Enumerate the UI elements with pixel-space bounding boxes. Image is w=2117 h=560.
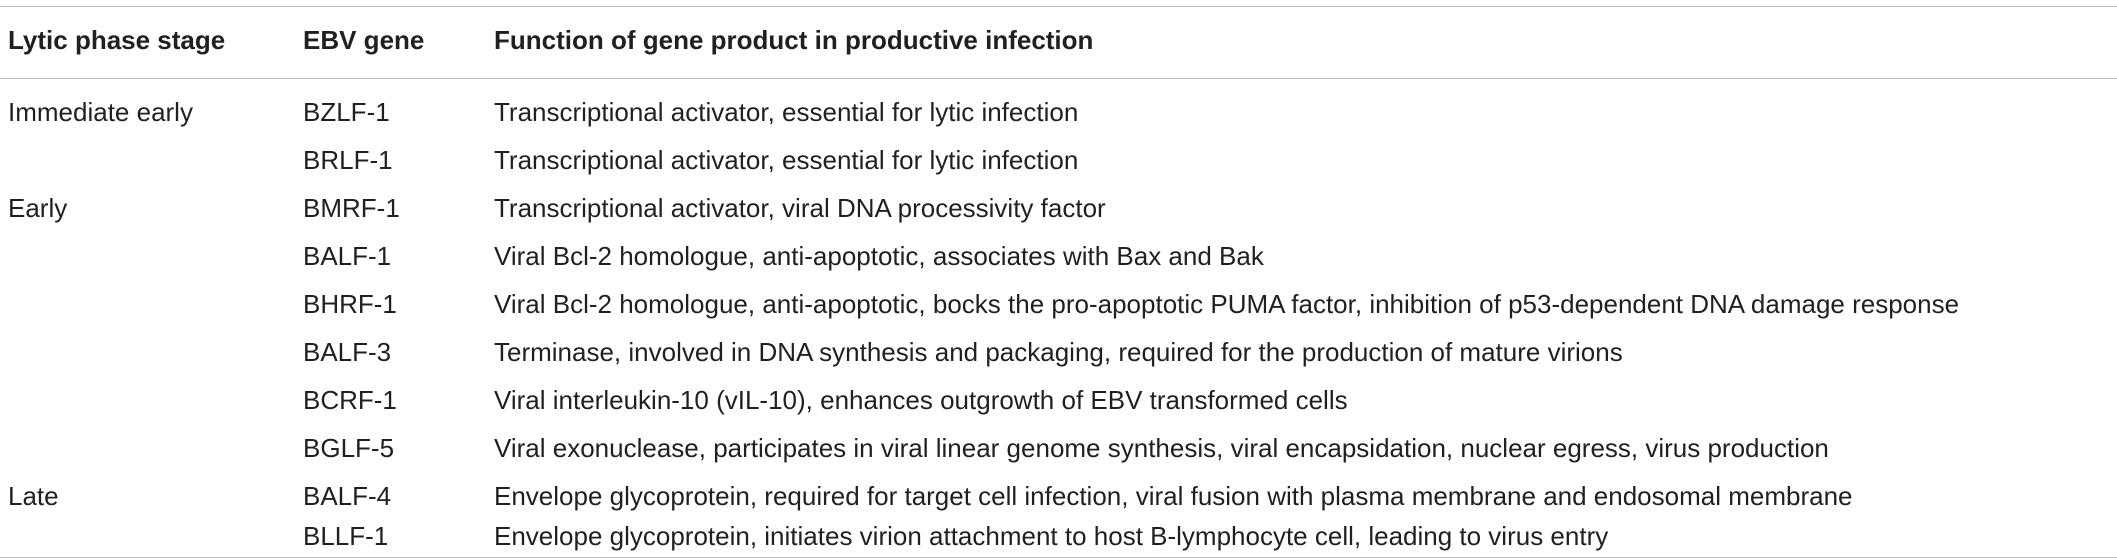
gene-cell: BALF-1 bbox=[303, 241, 392, 271]
table-row: BALF-1 Viral Bcl-2 homologue, anti-apopt… bbox=[0, 232, 2117, 280]
table-row: Early BMRF-1 Transcriptional activator, … bbox=[0, 184, 2117, 232]
function-cell: Transcriptional activator, essential for… bbox=[494, 97, 1079, 127]
function-cell: Envelope glycoprotein, required for targ… bbox=[494, 481, 1853, 511]
gene-cell: BGLF-5 bbox=[303, 433, 395, 463]
function-cell: Transcriptional activator, viral DNA pro… bbox=[494, 193, 1106, 223]
table-bottom-rule bbox=[0, 557, 2117, 558]
table-top-rule bbox=[0, 6, 2117, 7]
function-cell: Viral exonuclease, participates in viral… bbox=[494, 433, 1829, 463]
gene-cell: BHRF-1 bbox=[303, 289, 397, 319]
gene-cell: BRLF-1 bbox=[303, 145, 393, 175]
gene-cell: BALF-4 bbox=[303, 481, 392, 511]
stage-cell: Early bbox=[8, 193, 68, 223]
table-row: Immediate early BZLF-1 Transcriptional a… bbox=[0, 88, 2117, 136]
stage-cell: Immediate early bbox=[8, 97, 193, 127]
function-cell: Viral Bcl-2 homologue, anti-apoptotic, b… bbox=[494, 289, 1960, 319]
header-rule bbox=[0, 78, 2117, 79]
gene-cell: BMRF-1 bbox=[303, 193, 400, 223]
gene-cell: BALF-3 bbox=[303, 337, 392, 367]
function-cell: Envelope glycoprotein, initiates virion … bbox=[494, 521, 1609, 551]
header-lytic-phase-stage: Lytic phase stage bbox=[8, 25, 226, 55]
header-function: Function of gene product in productive i… bbox=[494, 25, 1094, 55]
function-cell: Viral Bcl-2 homologue, anti-apoptotic, a… bbox=[494, 241, 1264, 271]
table-row: BHRF-1 Viral Bcl-2 homologue, anti-apopt… bbox=[0, 280, 2117, 328]
gene-cell: BZLF-1 bbox=[303, 97, 390, 127]
gene-cell: BLLF-1 bbox=[303, 521, 389, 551]
stage-cell: Late bbox=[8, 481, 59, 511]
function-cell: Viral interleukin-10 (vIL-10), enhances … bbox=[494, 385, 1348, 415]
function-cell: Terminase, involved in DNA synthesis and… bbox=[494, 337, 1623, 367]
table-row: Late BALF-4 Envelope glycoprotein, requi… bbox=[0, 472, 2117, 520]
table-row: BCRF-1 Viral interleukin-10 (vIL-10), en… bbox=[0, 376, 2117, 424]
gene-cell: BCRF-1 bbox=[303, 385, 397, 415]
table-row: BRLF-1 Transcriptional activator, essent… bbox=[0, 136, 2117, 184]
function-cell: Transcriptional activator, essential for… bbox=[494, 145, 1079, 175]
table-row: BLLF-1 Envelope glycoprotein, initiates … bbox=[0, 512, 2117, 560]
table-row: BALF-3 Terminase, involved in DNA synthe… bbox=[0, 328, 2117, 376]
table-row: BGLF-5 Viral exonuclease, participates i… bbox=[0, 424, 2117, 472]
header-ebv-gene: EBV gene bbox=[303, 25, 425, 55]
